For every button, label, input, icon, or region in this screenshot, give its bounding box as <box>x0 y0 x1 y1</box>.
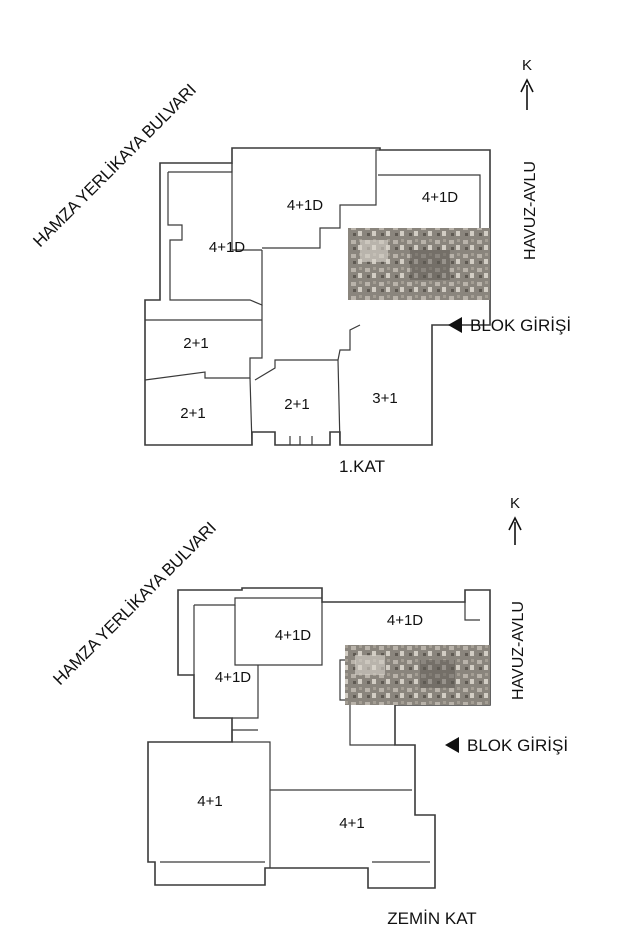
unit-label: 2+1 <box>284 396 309 413</box>
unit-label: 3+1 <box>372 390 397 407</box>
unit-label: 4+1D <box>287 197 323 214</box>
floor-label: ZEMİN KAT <box>387 909 476 928</box>
unit-label: 4+1D <box>215 669 251 686</box>
first-floor-plan: 4+1D 4+1D 4+1D 2+1 2+1 2+1 3+1 HAMZA YER… <box>29 57 571 476</box>
ground-floor-outline <box>147 587 491 889</box>
unit-label: 4+1D <box>387 612 423 629</box>
side-label: HAVUZ-AVLU <box>510 601 527 700</box>
north-label: K <box>510 495 520 512</box>
floor-label: 1.KAT <box>339 457 385 476</box>
unit-label: 4+1 <box>339 815 364 832</box>
side-label: HAVUZ-AVLU <box>522 161 539 260</box>
unit-label: 4+1D <box>209 239 245 256</box>
unit-label: 4+1 <box>197 793 222 810</box>
north-label: K <box>522 57 532 74</box>
entry-label: BLOK GİRİŞİ <box>470 316 571 335</box>
entry-label: BLOK GİRİŞİ <box>467 736 568 755</box>
north-arrow-icon <box>520 78 534 110</box>
ground-floor-plan: 4+1D 4+1D 4+1D 4+1 4+1 HAMZA YERLİKAYA B… <box>49 495 568 928</box>
entry-triangle-icon <box>445 737 459 753</box>
north-arrow-icon <box>508 516 522 545</box>
unit-label: 4+1D <box>422 189 458 206</box>
entry-triangle-icon <box>448 317 462 333</box>
unit-label: 2+1 <box>183 335 208 352</box>
unit-label: 4+1D <box>275 627 311 644</box>
unit-label: 2+1 <box>180 405 205 422</box>
